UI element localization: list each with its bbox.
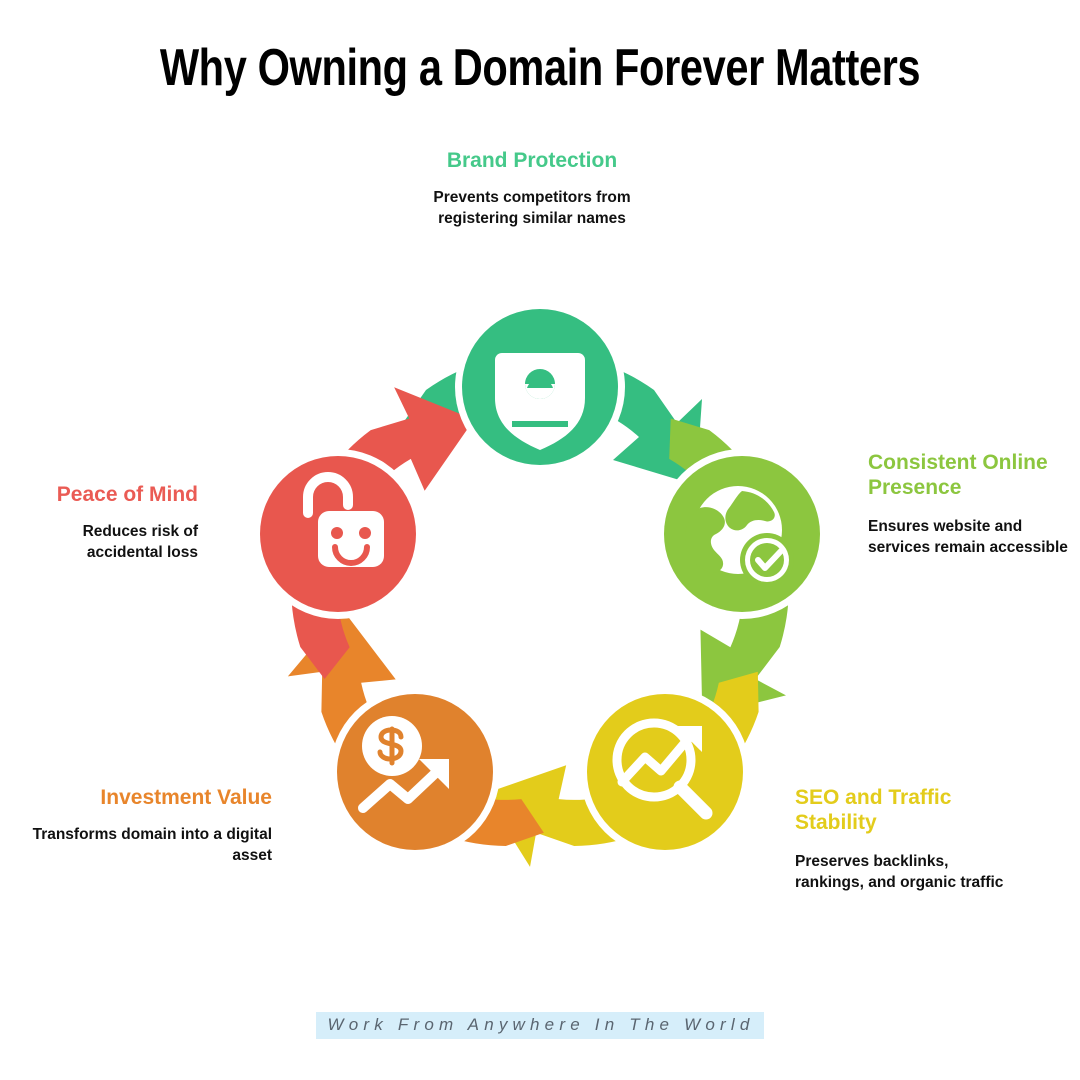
- footer-tagline: Work From Anywhere In The World: [315, 1012, 765, 1039]
- arrow-investment-to-peace: [287, 610, 544, 846]
- step-heading: Consistent Online Presence: [868, 451, 1048, 499]
- node-brand-protection[interactable]: [462, 309, 618, 465]
- step-heading: Investment Value: [100, 786, 272, 809]
- step-body: Preserves backlinks, rankings, and organ…: [795, 853, 1004, 891]
- node-seo-traffic-stability[interactable]: [587, 694, 743, 850]
- arrow-seo-to-investment: [484, 671, 759, 867]
- node-investment-value[interactable]: [337, 694, 493, 850]
- dollar-coin-growth-icon: [358, 716, 449, 813]
- node-consistent-online-presence[interactable]: [664, 456, 820, 612]
- step-brand-protection: Brand Protection Prevents competitors fr…: [392, 148, 672, 229]
- page-title: Why Owning a Domain Forever Matters: [159, 39, 921, 97]
- step-heading: SEO and Traffic Stability: [795, 786, 952, 834]
- cycle-ring-graphic: [253, 302, 827, 867]
- open-padlock-smile-icon: [303, 472, 384, 567]
- node-peace-of-mind[interactable]: [260, 456, 416, 612]
- step-heading: Peace of Mind: [56, 483, 198, 506]
- globe-check-icon: [685, 486, 794, 587]
- step-body: Prevents competitors from registering si…: [433, 189, 631, 227]
- step-seo-traffic-stability: SEO and Traffic Stability Preserves back…: [795, 785, 1005, 893]
- magnifier-trend-icon: [612, 718, 713, 820]
- step-body: Reduces risk of accidental loss: [82, 523, 198, 561]
- footer: Work From Anywhere In The World: [0, 1012, 1080, 1039]
- shield-person-icon: [495, 353, 585, 450]
- step-heading: Brand Protection: [446, 149, 618, 172]
- step-peace-of-mind: Peace of Mind Reduces risk of accidental…: [20, 482, 198, 563]
- step-consistent-online-presence: Consistent Online Presence Ensures websi…: [868, 450, 1078, 558]
- step-body: Ensures website and services remain acce…: [868, 518, 1068, 556]
- step-investment-value: Investment Value Transforms domain into …: [20, 785, 272, 866]
- step-body: Transforms domain into a digital asset: [32, 826, 272, 864]
